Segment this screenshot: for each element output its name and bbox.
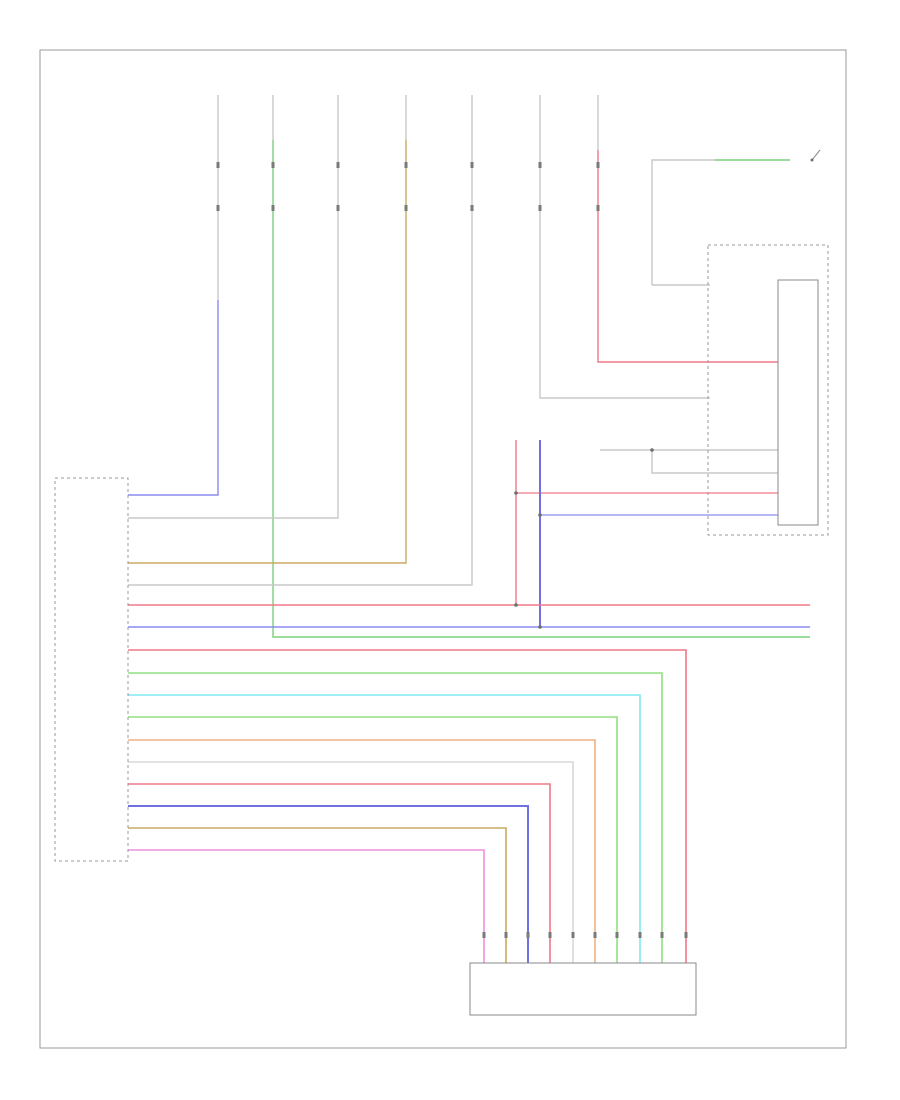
wire-combo-7 — [128, 783, 551, 963]
fuse-connector-6-b — [538, 205, 542, 211]
junction-block — [707, 244, 829, 536]
wire-fuse-1 — [128, 300, 219, 496]
fuse-connector-1-a — [216, 162, 220, 168]
wire-fuse-3 — [128, 95, 339, 519]
junction-dot-3 — [514, 603, 518, 607]
fuse-connector-7-a — [596, 162, 600, 168]
wire-fuse-7 — [597, 150, 778, 363]
body-control-module — [54, 477, 129, 862]
wire-combo-6-connector — [571, 932, 575, 938]
combination-switch — [469, 962, 697, 1016]
wire-jb-2 — [651, 450, 778, 474]
junction-dot-2 — [538, 513, 542, 517]
wire-combo-10 — [128, 849, 485, 963]
wire-combo-3 — [128, 694, 641, 963]
fuse-connector-2-b — [271, 205, 275, 211]
wire-layer — [128, 95, 810, 963]
fuse-connector-1-b — [216, 205, 220, 211]
fuse-connector-5-a — [470, 162, 474, 168]
fuse-connector-7-b — [596, 205, 600, 211]
fuse-connector-3-b — [336, 205, 340, 211]
wire-combo-4-connector — [615, 932, 619, 938]
wire-combo-4 — [128, 716, 618, 963]
wire-combo-1-connector — [684, 932, 688, 938]
wire-door-switch — [651, 159, 715, 285]
fuse-connector-2-a — [271, 162, 275, 168]
junction-dot-4 — [538, 625, 542, 629]
wire-combo-9-connector — [504, 932, 508, 938]
wire-combo-7-connector — [548, 932, 552, 938]
fuse-connector-4-b — [404, 205, 408, 211]
junction-dot-1 — [514, 491, 518, 495]
wire-combo-8-connector — [526, 932, 530, 938]
fuse-connector-6-a — [538, 162, 542, 168]
wire-fuse-2 — [272, 140, 810, 638]
wire-combo-6 — [128, 761, 574, 963]
fuse-connector-3-a — [336, 162, 340, 168]
wire-fuse-6 — [539, 95, 710, 399]
wire-combo-1 — [128, 649, 687, 963]
wire-combo-2 — [128, 672, 663, 963]
wire-combo-9 — [128, 827, 507, 963]
fuse-connector-4-a — [404, 162, 408, 168]
wire-combo-3-connector — [638, 932, 642, 938]
diagram-frame — [39, 49, 847, 1049]
wire-combo-5 — [128, 739, 596, 963]
fuse-connector-5-b — [470, 205, 474, 211]
wire-combo-5-connector — [593, 932, 597, 938]
junction-dot-5 — [650, 448, 654, 452]
door-switch — [810, 149, 821, 162]
wire-combo-8 — [128, 805, 529, 963]
wire-fuse-5 — [128, 95, 473, 586]
wire-fuse-4 — [128, 140, 407, 564]
wire-combo-10-connector — [482, 932, 486, 938]
wire-combo-2-connector — [660, 932, 664, 938]
